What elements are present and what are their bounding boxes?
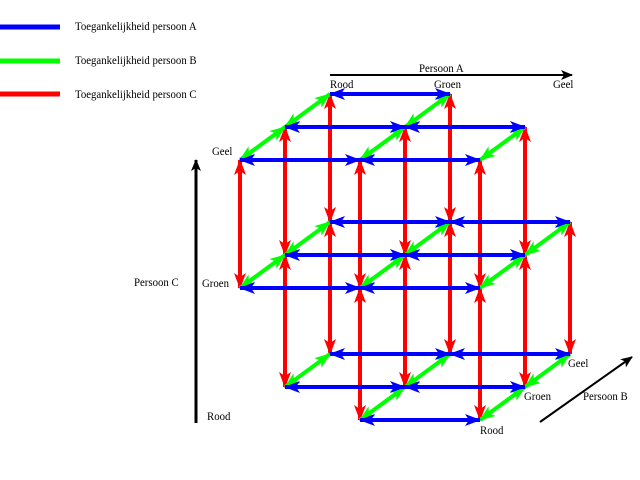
accessibility-edge-person-b [283,220,332,257]
accessibility-edge-person-b [523,220,572,257]
accessibility-edge-person-b [358,385,407,422]
accessibility-edge-person-b [283,92,332,129]
axis-a-title: Persoon A [419,61,464,75]
axis-c-value-rood: Rood [207,409,231,423]
accessibility-edge-person-b [478,253,527,290]
accessibility-edge-person-b [403,352,452,389]
accessibility-edge-person-b [238,125,287,162]
axis-a-value-geel: Geel [553,77,574,91]
axis-c-title: Persoon C [134,275,179,289]
axis-c-value-geel: Geel [212,144,233,158]
accessibility-edge-person-b [358,125,407,162]
legend-label-b: Toegankelijkheid persoon B [75,53,197,67]
accessibility-edge-person-b [403,92,452,129]
legend-label-c: Toegankelijkheid persoon C [75,87,197,101]
accessibility-edge-person-b [238,253,287,290]
accessibility-edge-person-b [478,125,527,162]
axis-b-title: Persoon B [583,389,628,403]
axis-b-arrow [539,356,633,423]
axis-c-value-groen: Groen [202,276,229,290]
accessibility-edge-person-b [523,352,572,389]
accessibility-edge-person-b [358,253,407,290]
axis-a-value-rood: Rood [330,77,354,91]
accessibility-edges [234,88,576,426]
accessibility-edge-person-b [283,352,332,389]
axis-a-value-groen: Groen [434,77,461,91]
accessibility-edge-person-b [403,220,452,257]
axis-b-value-rood: Rood [480,423,504,437]
legend-label-a: Toegankelijkheid persoon A [75,19,197,33]
axis-b-value-groen: Groen [524,389,551,403]
accessibility-edge-person-b [478,385,527,422]
axis-b-value-geel: Geel [568,356,589,370]
